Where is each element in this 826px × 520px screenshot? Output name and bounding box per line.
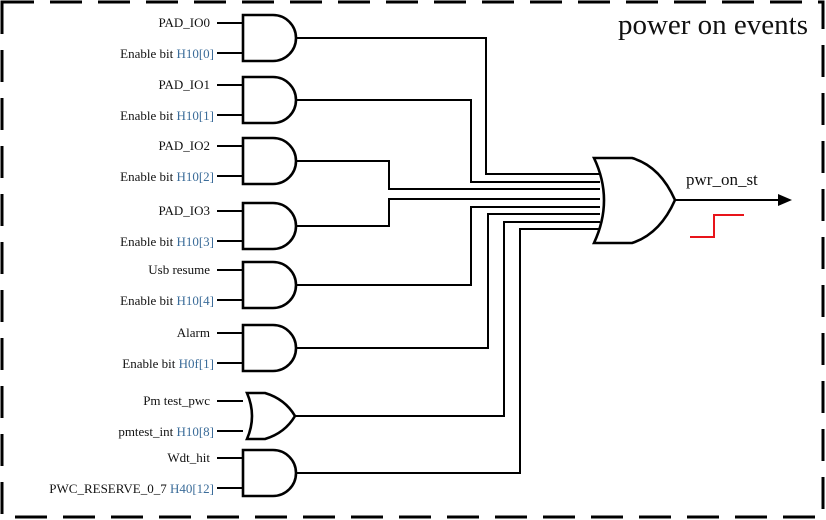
register-bit: H10[8] (176, 424, 214, 439)
register-bit: H10[4] (176, 293, 214, 308)
gate-output-wire (295, 221, 600, 417)
rising-edge-waveform-icon (690, 214, 744, 238)
enable-bit-label: Enable bit H10[3] (120, 234, 214, 249)
gate-output-wire (296, 228, 600, 474)
and-gate (241, 13, 298, 63)
register-bit: H40[12] (170, 481, 214, 496)
main-or-gate (591, 156, 677, 245)
input-signal-label: Pm test_pwc (143, 393, 210, 408)
and-gate (241, 448, 298, 498)
or-gate (245, 391, 297, 441)
enable-bit-label: Enable bit H10[1] (120, 108, 214, 123)
and-gate (241, 323, 298, 373)
input-signal-label: Usb resume (148, 262, 210, 277)
output-signal-label: pwr_on_st (686, 170, 758, 189)
register-bit: H10[1] (176, 108, 214, 123)
input-signal-label: Wdt_hit (167, 450, 210, 465)
enable-bit-label: pmtest_int H10[8] (118, 424, 214, 439)
gate-output-wire (296, 160, 600, 190)
and-gate (241, 260, 298, 310)
input-signal-label: PAD_IO0 (158, 15, 210, 30)
input-signal-label: Alarm (177, 325, 210, 340)
and-gate (241, 201, 298, 251)
and-gate (241, 75, 298, 125)
diagram-title: power on events (618, 9, 808, 41)
output-arrow-icon (778, 194, 792, 206)
enable-bit-label: Enable bit H10[2] (120, 169, 214, 184)
enable-bit-label: Enable bit H10[0] (120, 46, 214, 61)
register-bit: H10[0] (176, 46, 214, 61)
register-bit: H10[3] (176, 234, 214, 249)
enable-bit-label: Enable bit H10[4] (120, 293, 214, 308)
enable-bit-label: PWC_RESERVE_0_7 H40[12] (49, 481, 214, 496)
gate-6: Pm test_pwc pmtest_int H10[8] (118, 391, 297, 441)
register-bit: H0f[1] (179, 356, 214, 371)
gate-output-wire (296, 37, 600, 175)
gate-output-wire (296, 206, 600, 286)
enable-bit-label: Enable bit H0f[1] (122, 356, 214, 371)
gate-output-wire (296, 213, 600, 349)
input-signal-label: PAD_IO3 (158, 203, 210, 218)
input-signal-label: PAD_IO2 (158, 138, 210, 153)
gate-output-wire (296, 99, 600, 183)
register-bit: H10[2] (176, 169, 214, 184)
and-gate (241, 136, 298, 186)
gate-output-wire (296, 198, 600, 227)
input-signal-label: PAD_IO1 (158, 77, 210, 92)
